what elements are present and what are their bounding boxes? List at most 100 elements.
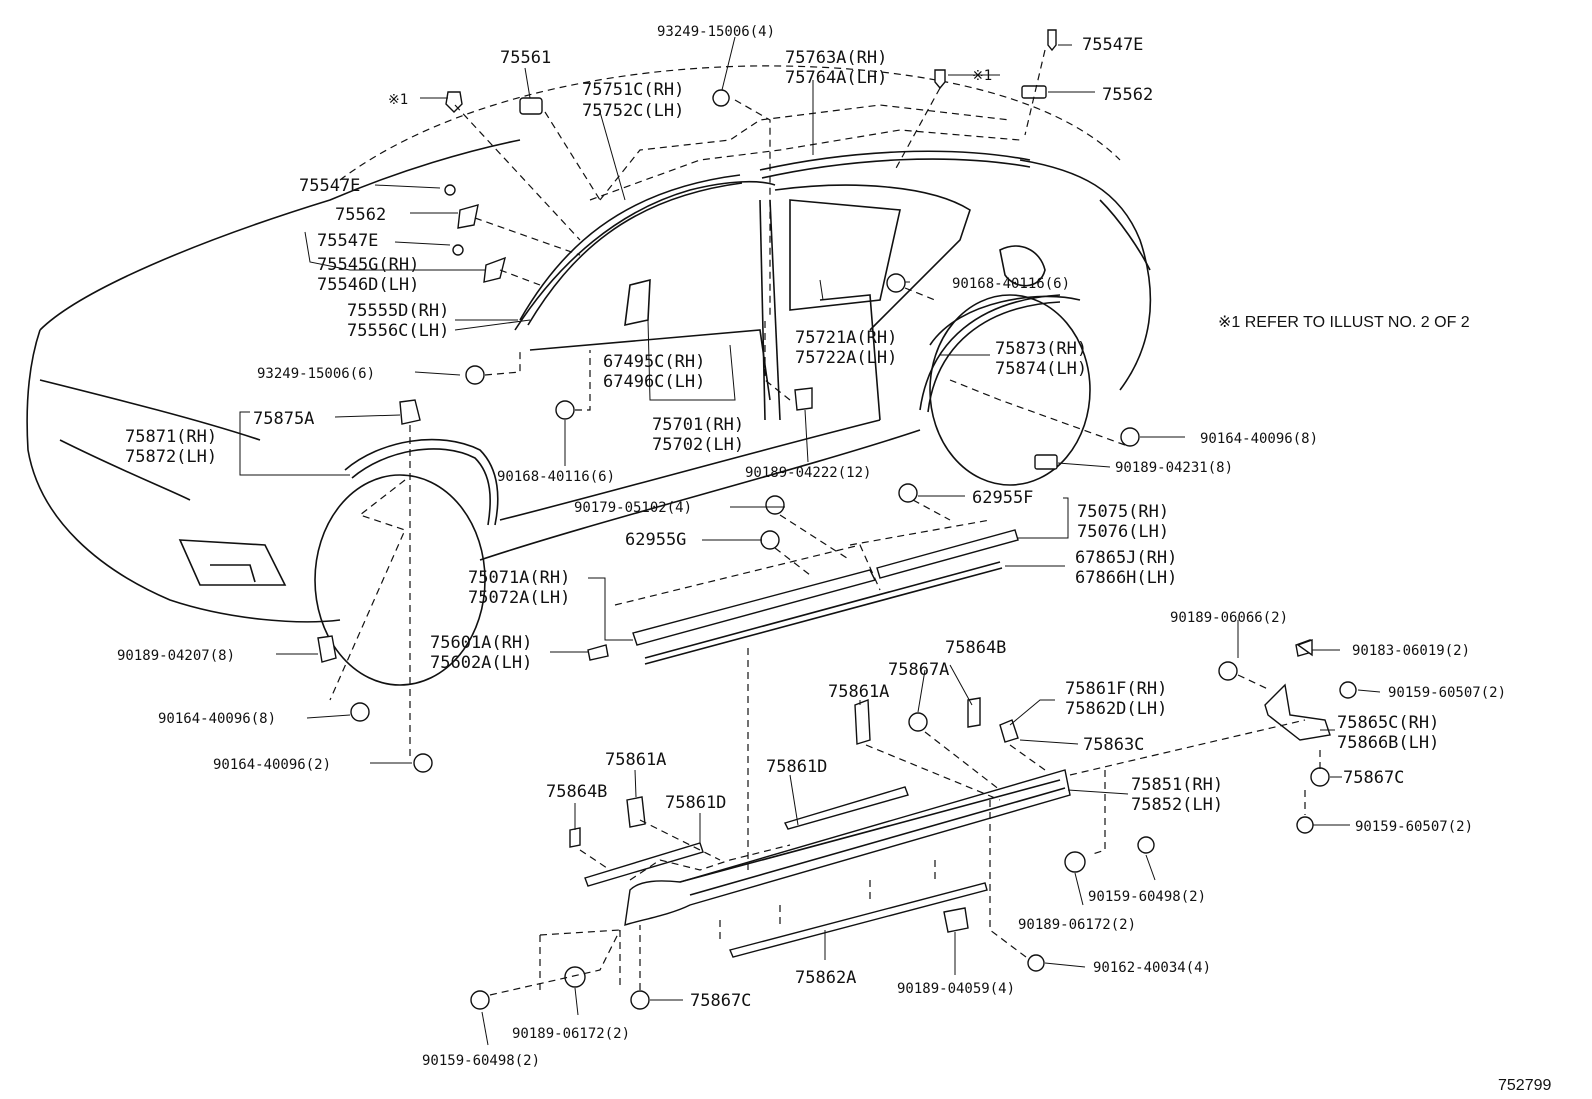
label-ref1-left: ※1 bbox=[388, 92, 408, 108]
label-67496C: 67496C(LH) bbox=[603, 372, 705, 392]
pin-icon bbox=[452, 244, 464, 256]
part-labels: 93249-15006(4) 75547E 75561 75763A(RH) 7… bbox=[117, 24, 1506, 1069]
label-75071A: 75071A(RH) bbox=[468, 568, 570, 588]
clip-icon bbox=[519, 97, 543, 115]
label-90189-06172-left: 90189-06172(2) bbox=[512, 1026, 630, 1042]
clip-icon bbox=[1021, 85, 1047, 99]
screw-icon bbox=[1339, 681, 1357, 699]
label-90159-60498-right: 90159-60498(2) bbox=[1088, 889, 1206, 905]
label-90164-2: 90164-40096(2) bbox=[213, 757, 331, 773]
label-75864B-left: 75864B bbox=[546, 782, 607, 802]
label-75763A: 75763A(RH) bbox=[785, 48, 887, 68]
label-75875A: 75875A bbox=[253, 409, 314, 429]
label-90189-06066: 90189-06066(2) bbox=[1170, 610, 1288, 626]
label-75862A: 75862A bbox=[795, 968, 856, 988]
label-75721A: 75721A(RH) bbox=[795, 328, 897, 348]
label-90159-60507-a: 90159-60507(2) bbox=[1388, 685, 1506, 701]
label-75872: 75872(LH) bbox=[125, 447, 217, 467]
label-90189-04207: 90189-04207(8) bbox=[117, 648, 235, 664]
label-90168-right: 90168-40116(6) bbox=[952, 276, 1070, 292]
label-93249-top: 93249-15006(4) bbox=[657, 24, 775, 40]
label-75852: 75852(LH) bbox=[1131, 795, 1223, 815]
label-ref1-right: ※1 bbox=[972, 68, 992, 84]
label-75861D-left: 75861D bbox=[665, 793, 726, 813]
clip-icon bbox=[569, 827, 581, 848]
label-67865J: 67865J(RH) bbox=[1075, 548, 1177, 568]
illustration-id: 752799 bbox=[1498, 1077, 1551, 1094]
label-75545G: 75545G(RH) bbox=[317, 255, 419, 275]
label-75561: 75561 bbox=[500, 48, 551, 68]
label-75866B: 75866B(LH) bbox=[1337, 733, 1439, 753]
fender-mouldings bbox=[344, 294, 1061, 526]
label-75871: 75871(RH) bbox=[125, 427, 217, 447]
label-75861A-right: 75861A bbox=[828, 682, 889, 702]
clip-icon bbox=[999, 719, 1019, 743]
screw-icon bbox=[465, 365, 485, 385]
label-90168-bottom: 90168-40116(6) bbox=[497, 469, 615, 485]
assembly-dashed-lines bbox=[329, 49, 1321, 996]
clip-icon bbox=[626, 796, 646, 828]
clip-icon bbox=[1310, 767, 1330, 787]
label-90162: 90162-40034(4) bbox=[1093, 960, 1211, 976]
door-side-mouldings bbox=[587, 519, 1019, 665]
rocker-panel bbox=[539, 769, 1071, 990]
clip-icon bbox=[760, 530, 780, 550]
pin-icon bbox=[934, 69, 946, 90]
pin-icon bbox=[444, 184, 456, 196]
clip-icon bbox=[967, 697, 981, 728]
label-90189-04231: 90189-04231(8) bbox=[1115, 460, 1233, 476]
leader-lines bbox=[239, 36, 1381, 1046]
label-62955F: 62955F bbox=[972, 488, 1033, 508]
label-67495C: 67495C(RH) bbox=[603, 352, 705, 372]
label-75863C: 75863C bbox=[1083, 735, 1144, 755]
clip-icon bbox=[898, 483, 918, 503]
label-75865C: 75865C(RH) bbox=[1337, 713, 1439, 733]
label-75602A: 75602A(LH) bbox=[430, 653, 532, 673]
screw-icon bbox=[1120, 427, 1140, 447]
clip-icon bbox=[1034, 454, 1058, 470]
label-75547E-top-right: 75547E bbox=[1082, 35, 1143, 55]
screw-icon bbox=[886, 273, 906, 293]
label-90183: 90183-06019(2) bbox=[1352, 643, 1470, 659]
car-body-outline bbox=[26, 65, 1152, 686]
label-90164-left: 90164-40096(8) bbox=[158, 711, 276, 727]
screw-icon bbox=[555, 400, 575, 420]
label-75702: 75702(LH) bbox=[652, 435, 744, 455]
label-75867C-left: 75867C bbox=[690, 991, 751, 1011]
label-75072A: 75072A(LH) bbox=[468, 588, 570, 608]
label-75861F: 75861F(RH) bbox=[1065, 679, 1167, 699]
label-75751C: 75751C(RH) bbox=[582, 80, 684, 100]
label-75874: 75874(LH) bbox=[995, 359, 1087, 379]
label-90164-right: 90164-40096(8) bbox=[1200, 431, 1318, 447]
label-62955G: 62955G bbox=[625, 530, 686, 550]
label-75547E-a: 75547E bbox=[299, 176, 360, 196]
label-75864B-right: 75864B bbox=[945, 638, 1006, 658]
clip-icon bbox=[712, 89, 730, 107]
screw-icon bbox=[1027, 954, 1045, 972]
screw-icon bbox=[470, 990, 490, 1010]
label-75547E-b: 75547E bbox=[317, 231, 378, 251]
clip-icon bbox=[1296, 639, 1313, 657]
label-75764A: 75764A(LH) bbox=[785, 68, 887, 88]
clip-icon bbox=[854, 698, 871, 745]
clip-icon bbox=[317, 635, 337, 663]
pin-icon bbox=[445, 91, 463, 113]
label-75867C-right: 75867C bbox=[1343, 768, 1404, 788]
label-75076: 75076(LH) bbox=[1077, 522, 1169, 542]
label-90159-60498-left: 90159-60498(2) bbox=[422, 1053, 540, 1069]
screw-icon bbox=[1137, 836, 1155, 854]
label-93249-left: 93249-15006(6) bbox=[257, 366, 375, 382]
clip-icon bbox=[1218, 661, 1238, 681]
clip-icon bbox=[794, 387, 813, 411]
label-67866H: 67866H(LH) bbox=[1075, 568, 1177, 588]
clip-icon bbox=[908, 712, 928, 732]
label-75701: 75701(RH) bbox=[652, 415, 744, 435]
clip-icon bbox=[564, 966, 586, 988]
label-90189-04059: 90189-04059(4) bbox=[897, 981, 1015, 997]
reference-note: ※1 REFER TO ILLUST NO. 2 OF 2 bbox=[1218, 314, 1470, 331]
rear-bracket bbox=[1264, 639, 1331, 741]
label-90179: 90179-05102(4) bbox=[574, 500, 692, 516]
label-75861A-left: 75861A bbox=[605, 750, 666, 770]
clip-icon bbox=[1064, 851, 1086, 873]
